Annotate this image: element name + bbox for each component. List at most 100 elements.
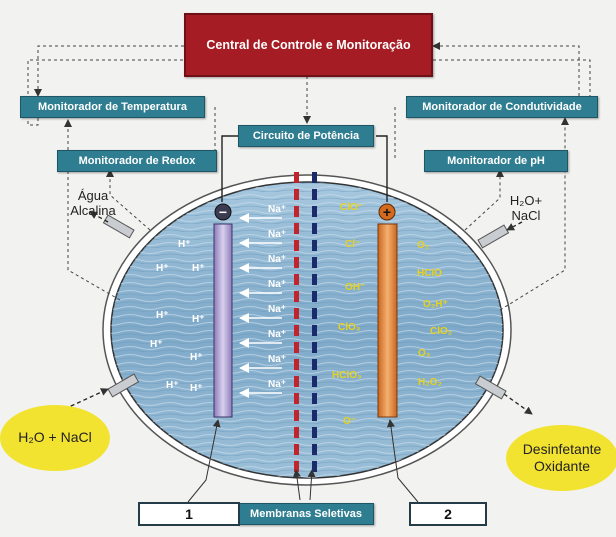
membrane-segment-blue — [312, 376, 317, 387]
membrane-segment-red — [294, 172, 299, 183]
sodium-ion-label: Na⁺ — [268, 379, 286, 390]
cathode-sign: − — [219, 204, 227, 220]
hydrogen-ion-label: H⁺ — [192, 314, 205, 325]
anode-product-label: O₂H⁺ — [423, 299, 448, 310]
anode-product-label: ClO₂ — [430, 326, 452, 337]
hydrogen-ion-label: H⁺ — [192, 263, 205, 274]
anode-sign: + — [383, 204, 391, 220]
control-central-box: Central de Controle e Monitoração — [184, 13, 433, 77]
hydrogen-ion-label: H⁺ — [156, 263, 169, 274]
anode-product-label: O₃ — [418, 348, 431, 359]
membrane-segment-red — [294, 444, 299, 455]
arrow-right-out — [503, 393, 533, 415]
selective-membranes — [294, 172, 317, 472]
sodium-ion-label: Na⁺ — [268, 354, 286, 365]
wire-anode — [376, 135, 388, 202]
membrane-segment-blue — [312, 240, 317, 251]
membrane-segment-red — [294, 325, 299, 336]
left-input-label: H₂O + NaCl — [18, 429, 92, 445]
membrane-segment-blue — [312, 257, 317, 268]
line-cell-conductivity — [499, 117, 569, 311]
cell-water-texture — [111, 182, 503, 478]
right-input-line2: NaCl — [511, 208, 541, 223]
hydrogen-ion-label: H⁺ — [156, 310, 169, 321]
arrow-alkaline-out — [89, 211, 109, 223]
anion-label: ClO₃ — [338, 322, 361, 333]
membrane-segment-red — [294, 427, 299, 438]
alkaline-water-label: Água Alcalina — [62, 188, 124, 218]
line-central-temperature — [34, 45, 184, 97]
ph-monitor-box: Monitorador de pH — [424, 150, 568, 172]
input-left-bubble — [0, 405, 110, 471]
wire-cathode — [221, 135, 238, 202]
sodium-ion-label: Na⁺ — [268, 254, 286, 265]
sodium-ion-label: Na⁺ — [268, 229, 286, 240]
right-output-label: Desinfetante Oxidante — [506, 441, 616, 475]
membrane-segment-red — [294, 206, 299, 217]
membrane-segment-red — [294, 291, 299, 302]
right-input-line1: H₂O+ — [509, 193, 543, 208]
membrane-segment-red — [294, 359, 299, 370]
pipe-right-out — [474, 375, 507, 400]
anion-label: OH⁻ — [345, 282, 365, 293]
membrane-segment-blue — [312, 172, 317, 183]
redox-monitor-box: Monitorador de Redox — [57, 150, 217, 172]
label-2-box: 2 — [409, 502, 487, 526]
line-conductivity-central — [433, 59, 591, 98]
sodium-ion-label: Na⁺ — [268, 304, 286, 315]
membrane-segment-red — [294, 274, 299, 285]
membrane-segment-red — [294, 393, 299, 404]
anion-label: O⁻ — [343, 416, 356, 427]
membrane-segment-blue — [312, 410, 317, 421]
membrane-segment-blue — [312, 393, 317, 404]
membrane-segment-blue — [312, 206, 317, 217]
hydrogen-ion-label: H⁺ — [166, 380, 179, 391]
anion-label: HClO₃ — [332, 370, 362, 381]
hydrogen-ion-label: H⁺ — [178, 239, 191, 250]
membrane-segment-red — [294, 376, 299, 387]
membrane-segment-red — [294, 410, 299, 421]
hydrogen-ion-label: H⁺ — [150, 339, 163, 350]
membrane-segment-red — [294, 240, 299, 251]
sodium-ion-label: Na⁺ — [268, 329, 286, 340]
line-cell-temp — [64, 119, 121, 301]
membrane-segment-red — [294, 342, 299, 353]
membrane-segment-red — [294, 461, 299, 472]
control-lines — [27, 42, 591, 311]
membrane-segment-red — [294, 223, 299, 234]
sodium-ion-label: Na⁺ — [268, 279, 286, 290]
membrane-segment-blue — [312, 274, 317, 285]
pipe-alkaline-out — [102, 214, 135, 239]
ion-labels: Na⁺Na⁺Na⁺Na⁺Na⁺Na⁺Na⁺Na⁺H⁺H⁺H⁺H⁺H⁺H⁺H⁺H⁺… — [150, 202, 452, 427]
anode-product-label: O₂ — [417, 240, 429, 251]
alkaline-water-line2: Alcalina — [70, 203, 116, 218]
arrow-right-in — [506, 221, 523, 231]
membrane-segment-blue — [312, 427, 317, 438]
membrane-segment-blue — [312, 444, 317, 455]
line-central-conductivity — [432, 42, 580, 96]
anion-label: ClO⁻ — [340, 202, 363, 213]
membrane-segment-blue — [312, 189, 317, 200]
membrane-segment-blue — [312, 359, 317, 370]
membrane-segment-red — [294, 257, 299, 268]
hydrogen-ion-label: H⁺ — [190, 383, 203, 394]
cathode-terminal — [214, 203, 232, 221]
output-right-bubble — [506, 425, 616, 491]
membrane-segment-blue — [312, 325, 317, 336]
alkaline-water-line1: Água — [77, 188, 109, 203]
right-input-label: H₂O+ NaCl — [497, 193, 555, 223]
pipe-right-in — [477, 224, 510, 249]
sodium-migration-arrows — [239, 213, 282, 398]
hydrogen-ion-label: H⁺ — [190, 352, 203, 363]
membrane-segment-blue — [312, 291, 317, 302]
line-temp-central — [27, 59, 184, 126]
label-1-box: 1 — [138, 502, 240, 526]
power-circuit-box: Circuito de Potência — [238, 125, 374, 147]
cathode-electrode — [213, 223, 233, 418]
temperature-monitor-box: Monitorador de Temperatura — [20, 96, 205, 118]
line-cell-ph — [464, 169, 504, 231]
pointer-2 — [386, 419, 419, 503]
anode-terminal — [378, 203, 396, 221]
